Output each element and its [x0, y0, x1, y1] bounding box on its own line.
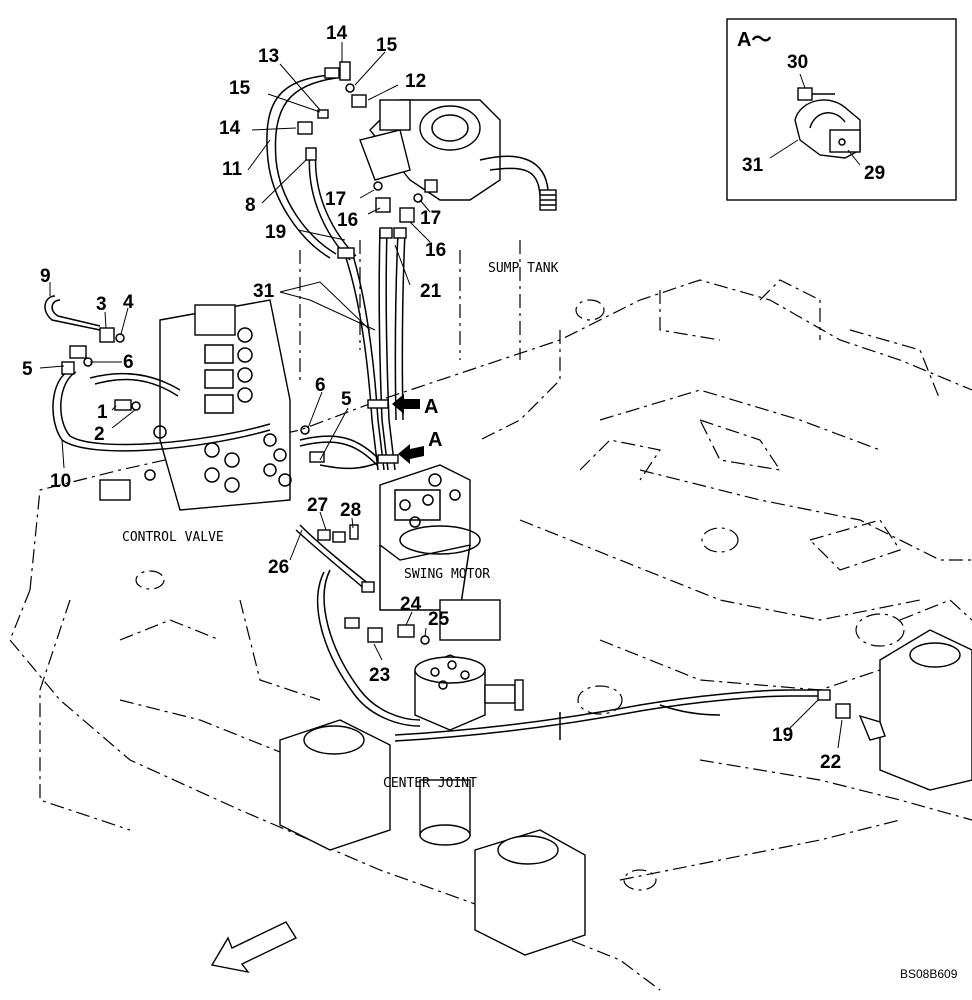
callout-30: 30	[787, 52, 808, 73]
callout-31: 31	[253, 281, 275, 302]
callout-19b: 19	[772, 725, 793, 746]
upper-frame	[9, 240, 972, 991]
view-arrows	[392, 394, 424, 464]
callout-5: 5	[22, 359, 33, 380]
callout-21: 21	[420, 281, 442, 302]
callout-3: 3	[96, 294, 107, 315]
front-direction-arrow	[210, 921, 298, 974]
callout-25: 25	[428, 609, 450, 630]
fittings	[61, 61, 886, 741]
callout-28: 28	[340, 500, 361, 521]
callout-13: 13	[258, 46, 279, 67]
callout-31-detail: 31	[742, 155, 764, 176]
callout-26: 26	[268, 557, 289, 578]
callout-15b: 15	[229, 78, 251, 99]
detail-view-a	[726, 18, 957, 201]
callout-10: 10	[50, 471, 71, 492]
callout-6: 6	[123, 352, 134, 373]
callout-9: 9	[40, 266, 51, 287]
label-sump-tank: SUMP TANK	[488, 261, 559, 276]
callout-17: 17	[325, 189, 346, 210]
view-marker-a-lower: A	[428, 429, 442, 451]
callout-14b: 14	[219, 118, 241, 139]
callout-17b: 17	[420, 208, 441, 229]
callout-2: 2	[94, 424, 105, 445]
callout-12: 12	[405, 71, 426, 92]
label-swing-motor: SWING MOTOR	[404, 567, 490, 582]
callout-15: 15	[376, 35, 398, 56]
callout-29: 29	[864, 163, 885, 184]
view-marker-a-upper: A	[424, 396, 438, 418]
sump-tank	[359, 99, 557, 211]
label-center-joint: CENTER JOINT	[383, 776, 477, 791]
callout-23: 23	[369, 665, 390, 686]
callout-5b: 5	[341, 389, 352, 410]
swing-motor	[379, 464, 501, 641]
callout-16: 16	[337, 210, 358, 231]
callout-16b: 16	[425, 240, 446, 261]
view-arrow-lower	[398, 444, 424, 464]
callout-27: 27	[307, 495, 328, 516]
structure-blocks	[279, 629, 972, 956]
drawing-code: BS08B609	[900, 967, 958, 981]
control-valve	[99, 299, 292, 511]
callout-4: 4	[123, 292, 134, 313]
hoses	[44, 74, 820, 742]
callout-11: 11	[222, 159, 243, 180]
callout-1: 1	[97, 402, 108, 423]
callout-6b: 6	[315, 375, 326, 396]
view-arrow-upper	[392, 394, 420, 414]
label-control-valve: CONTROL VALVE	[122, 530, 224, 545]
callout-8: 8	[245, 195, 256, 216]
callout-24: 24	[400, 594, 422, 615]
center-joint	[414, 654, 524, 731]
callout-22: 22	[820, 752, 841, 773]
detail-view-title: A～	[737, 29, 771, 51]
callout-19: 19	[265, 222, 286, 243]
leader-lines	[39, 42, 843, 749]
callout-14: 14	[326, 23, 348, 44]
